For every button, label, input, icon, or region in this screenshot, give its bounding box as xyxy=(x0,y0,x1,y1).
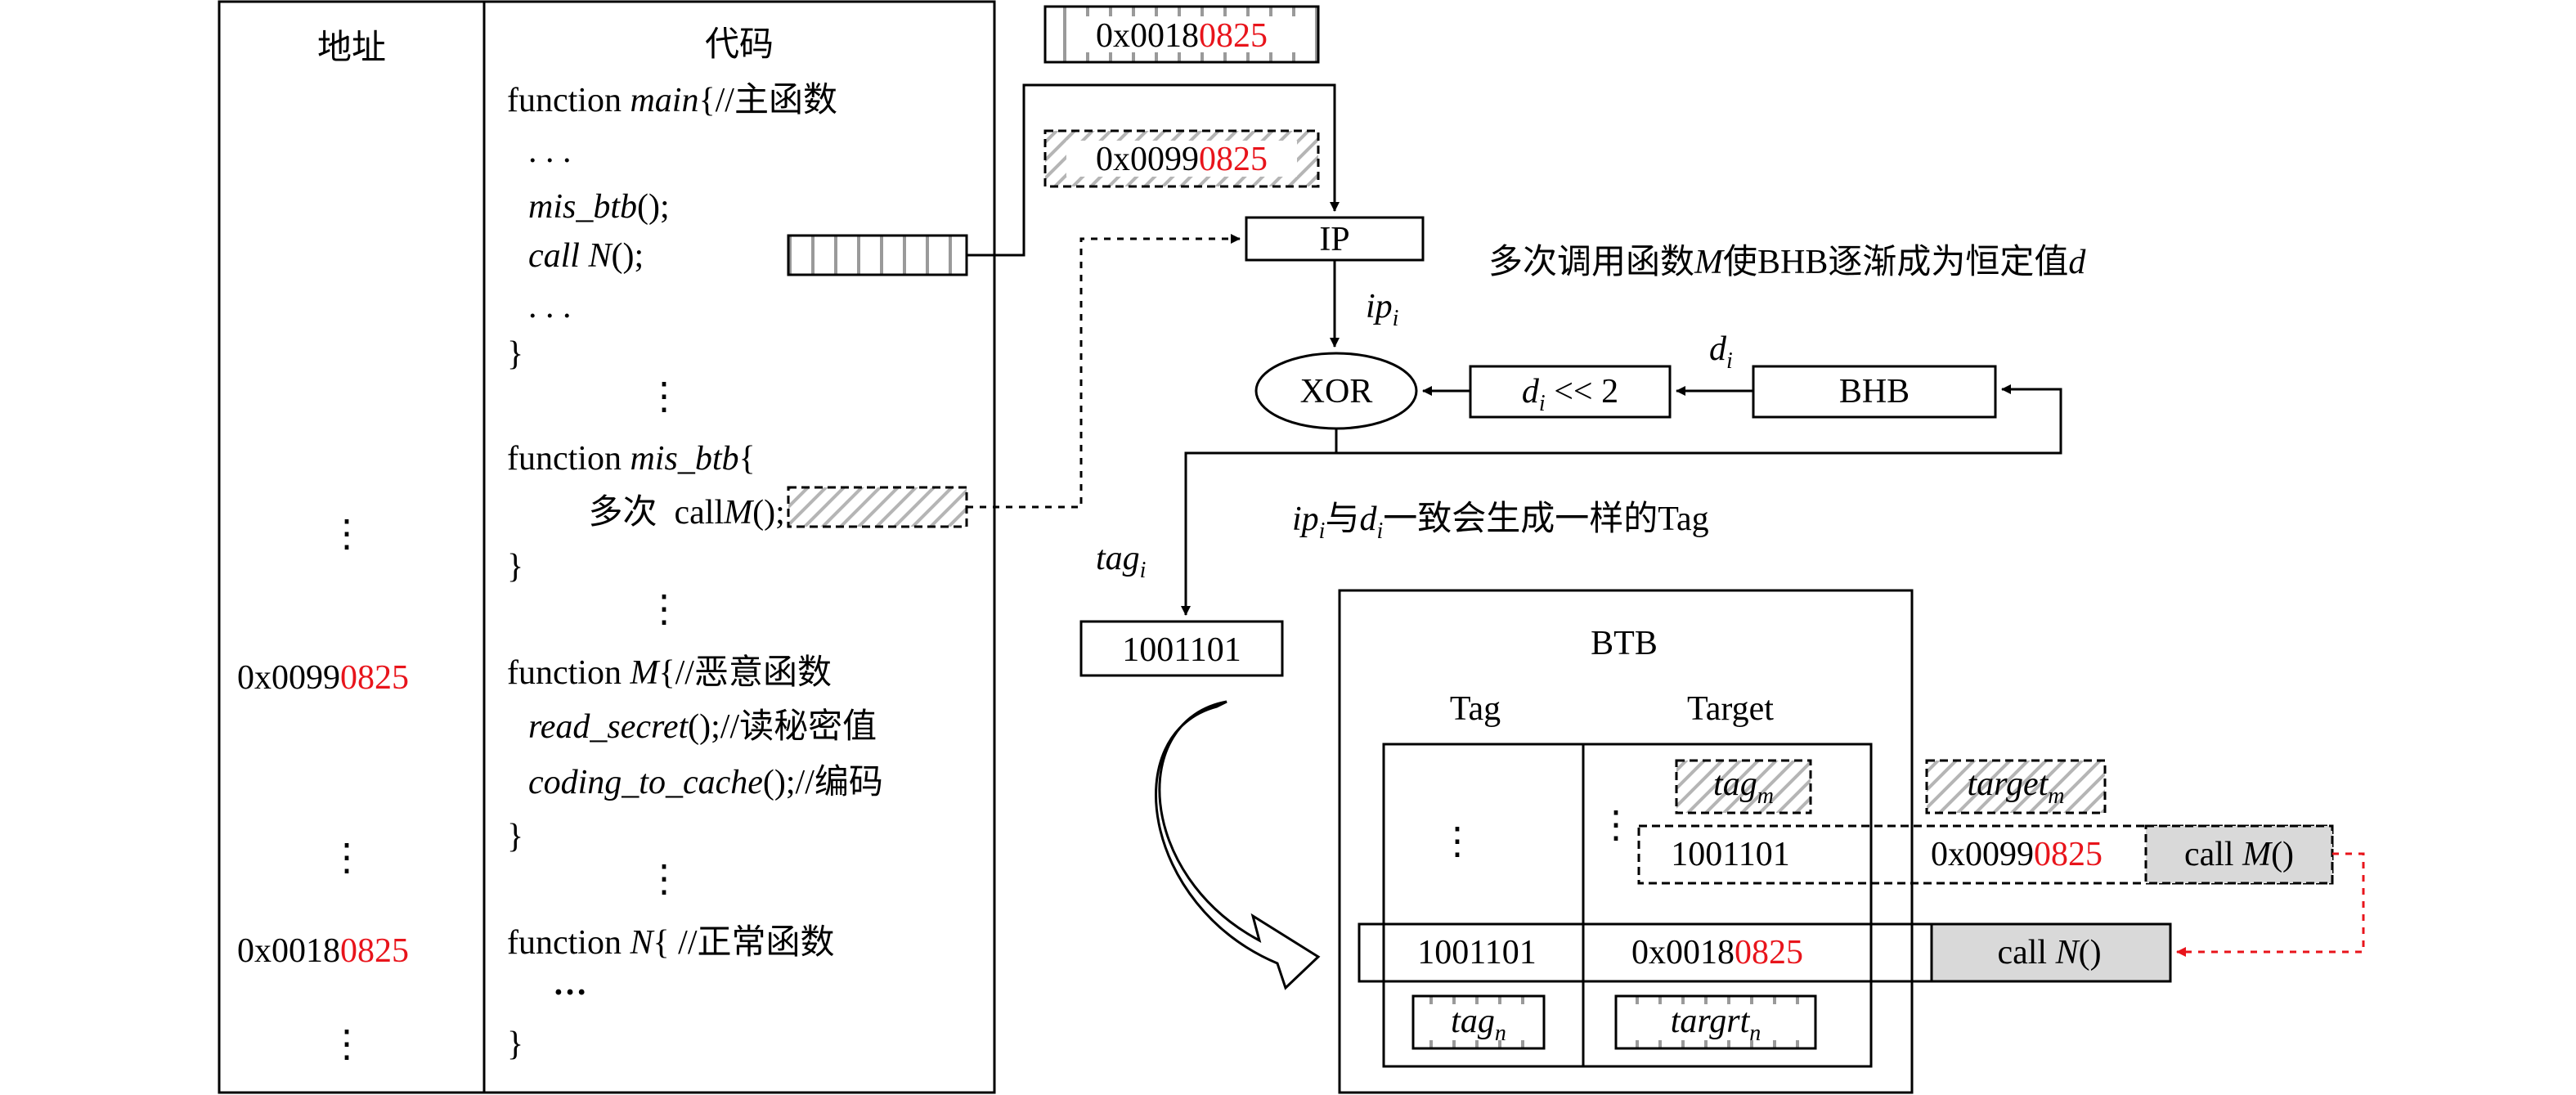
code-header: 代码 xyxy=(705,26,774,64)
btb-title: BTB xyxy=(1591,625,1658,662)
btb: BTB Tag Target tagm targetm ⋮ ⋮ 1001101 … xyxy=(1338,589,2365,1094)
d-i-label: di xyxy=(1709,330,1733,374)
ip-label: IP xyxy=(1319,221,1349,258)
code-line-call-n: call N(); xyxy=(528,237,644,275)
target-n-label-bg xyxy=(1631,1004,1801,1040)
ip-i-label: ipi xyxy=(1366,288,1398,331)
call-m-box xyxy=(2144,824,2334,885)
top-address: 0x00180825 xyxy=(1096,17,1268,55)
code-line-main: function main{//主函数 xyxy=(507,82,837,119)
addr-M-suffix: 0825 xyxy=(340,659,409,697)
code-line-close-4: } xyxy=(507,1025,523,1063)
mid-address-label-bg xyxy=(1066,141,1297,177)
note-bhb: 多次调用函数M使BHB逐渐成为恒定值d xyxy=(1488,243,2086,281)
shift-box xyxy=(1469,365,1672,419)
addr-M: 0x00990825 xyxy=(237,659,409,697)
code-line-close-3: } xyxy=(507,818,523,855)
addr-header: 地址 xyxy=(317,29,386,67)
top-address-label-bg xyxy=(1066,16,1297,52)
code-dots-1: ⋮ xyxy=(645,375,683,417)
arrow-red-redirect xyxy=(2176,852,2365,957)
mid-address: 0x00990825 xyxy=(1096,141,1268,178)
code-table-frame xyxy=(218,0,996,1094)
btb-col-target: Target xyxy=(1687,690,1774,728)
code-line-multi-call: 多次 callM(); xyxy=(528,494,828,532)
addr-N: 0x00180825 xyxy=(237,932,409,970)
btb-tag-dots: ⋮ xyxy=(1438,820,1476,862)
arrow-mis-btb-to-ip xyxy=(967,234,1241,509)
tag-n-label-bg xyxy=(1428,1004,1529,1040)
tag-i-label: tagi xyxy=(1096,540,1146,583)
btb-frame xyxy=(1338,589,1914,1094)
btb-col-tag: Tag xyxy=(1450,690,1501,728)
code-table: 地址 代码 ⋮ 0x00990825 ⋮ 0x00180825 ⋮ functi… xyxy=(218,0,996,1094)
call-n-box xyxy=(1930,922,2172,983)
address-flow: 0x00180825 0x00990825 IP ipi XOR di << 2… xyxy=(967,5,2086,990)
bhb-label: BHB xyxy=(1839,373,1910,411)
note-tag: ipi与di一致会生成一样的Tag xyxy=(1292,500,1709,544)
code-line-ellipsis-1: . . . xyxy=(528,132,572,170)
row2-call: call N() xyxy=(1997,934,2101,972)
shift-label: di << 2 xyxy=(1522,373,1618,416)
row1-target: 0x00990825 xyxy=(1931,836,2103,873)
tag-value: 1001101 xyxy=(1122,631,1241,669)
code-line-coding: coding_to_cache();//编码 xyxy=(528,764,883,801)
code-dots-2: ⋮ xyxy=(645,588,683,630)
return-address-box-m xyxy=(787,486,968,528)
addr-N-prefix: 0x0018 xyxy=(237,932,340,970)
arrow-bhb-feedback xyxy=(1335,384,2062,455)
tag-value-box xyxy=(1079,620,1284,677)
tag-m-box xyxy=(1675,759,1812,815)
target-n: targrtn xyxy=(1671,1003,1761,1046)
return-address-box-n xyxy=(787,234,968,276)
bhb-box xyxy=(1752,365,1997,419)
addr-dots-1: ⋮ xyxy=(328,513,366,554)
target-m: targetm xyxy=(1968,765,2065,809)
row1-tag: 1001101 xyxy=(1671,836,1789,873)
addr-M-prefix: 0x0099 xyxy=(237,659,340,697)
code-line-read-secret: read_secret();//读秘密值 xyxy=(528,707,877,746)
code-line-N: function N{ //正常函数 xyxy=(507,924,834,962)
addr-N-suffix: 0825 xyxy=(340,932,409,970)
xor-label: XOR xyxy=(1300,373,1373,411)
row2-target: 0x00180825 xyxy=(1631,934,1803,972)
code-line-mis-btb-call: mis_btb(); xyxy=(528,188,670,226)
btb-target-dots: ⋮ xyxy=(1597,804,1635,846)
lookup-curved-arrow xyxy=(1155,700,1321,990)
arrow-xor-to-tag xyxy=(1181,451,1336,616)
addr-dots-3: ⋮ xyxy=(328,1023,366,1065)
code-dots-3: ⋮ xyxy=(645,858,683,900)
code-line-M: function M{//恶意函数 xyxy=(507,653,832,692)
code-line-bold-dots: … xyxy=(553,965,587,1003)
btb-table xyxy=(1382,743,1873,1068)
tag-m: tagm xyxy=(1713,765,1774,809)
arrow-code-to-ip xyxy=(967,83,1340,257)
tag-n: tagn xyxy=(1451,1003,1506,1046)
row2-tag: 1001101 xyxy=(1417,934,1536,972)
addr-dots-2: ⋮ xyxy=(328,837,366,878)
code-line-close-2: } xyxy=(507,548,523,586)
target-m-box xyxy=(1925,759,2107,815)
code-line-ellipsis-2: . . . xyxy=(528,288,572,325)
code-line-mis-btb: function mis_btb{ xyxy=(507,440,756,478)
row1-call: call M() xyxy=(2184,836,2294,873)
code-line-close-1: } xyxy=(507,335,523,373)
